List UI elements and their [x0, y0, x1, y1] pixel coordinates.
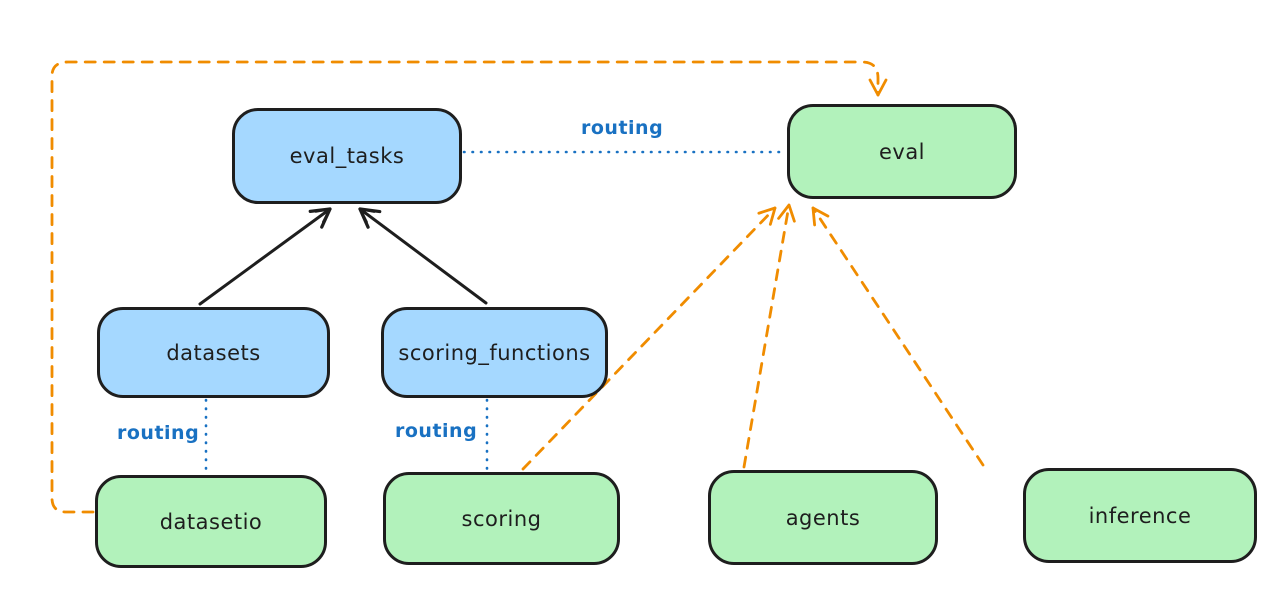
- node-datasets: datasets: [97, 307, 330, 398]
- node-inference-label: inference: [1088, 503, 1192, 528]
- routing-label-datasets: routing: [117, 422, 200, 444]
- edge-datasetio-eval: [50, 60, 888, 514]
- routing-label-top: routing: [581, 117, 664, 139]
- node-eval-tasks: eval_tasks: [232, 108, 462, 204]
- node-agents-label: agents: [785, 505, 861, 530]
- node-datasetio-label: datasetio: [159, 509, 263, 534]
- node-datasetio: datasetio: [95, 475, 327, 568]
- node-inference: inference: [1023, 468, 1257, 563]
- node-scoring-functions-label: scoring_functions: [398, 340, 591, 365]
- node-eval-tasks-label: eval_tasks: [289, 144, 405, 168]
- edge-inference-eval: [811, 206, 985, 467]
- node-eval-label: eval: [878, 139, 926, 164]
- edge-scoringfunctions-evaltasks: [358, 207, 488, 305]
- node-eval: eval: [787, 104, 1017, 199]
- routing-label-scoring: routing: [395, 420, 478, 442]
- node-agents: agents: [708, 470, 938, 565]
- edge-datasets-evaltasks: [198, 207, 332, 306]
- node-scoring-functions: scoring_functions: [381, 307, 608, 398]
- node-datasets-label: datasets: [166, 340, 261, 365]
- edge-agents-eval: [742, 203, 796, 469]
- node-scoring: scoring: [383, 472, 620, 565]
- node-scoring-label: scoring: [461, 506, 542, 531]
